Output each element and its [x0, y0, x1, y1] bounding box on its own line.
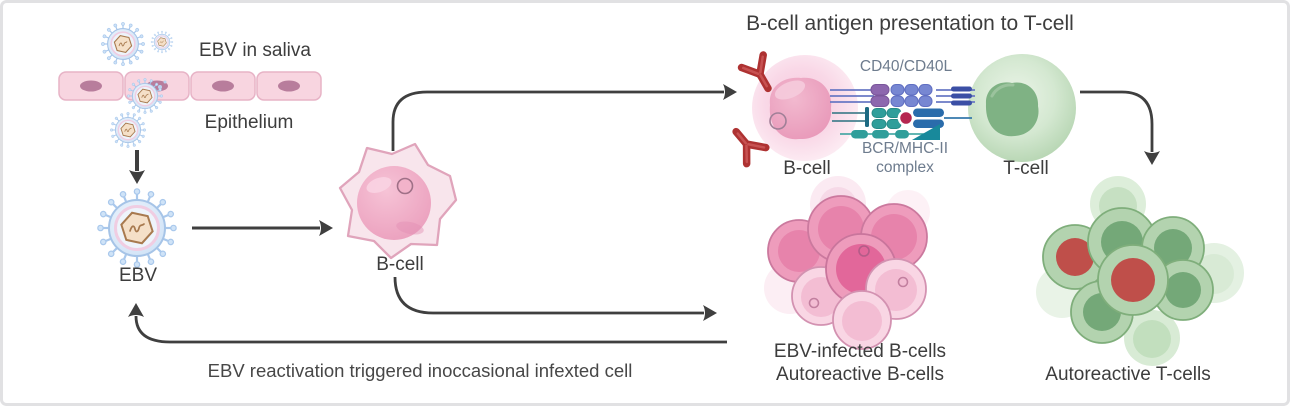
- antigen-icon: [897, 109, 915, 127]
- label-infected-b-cells-line2: Autoreactive B-cells: [776, 364, 944, 385]
- autoreactive-b-cell: [832, 290, 892, 350]
- arrow-bcell-to-infected-cluster: [393, 276, 717, 321]
- ebv-virion-icon: [127, 78, 162, 113]
- autoreactive-t-cell-cluster: [1036, 176, 1244, 366]
- virus-droplet: [163, 80, 167, 84]
- label-cd40-cd40l: CD40/CD40L: [860, 58, 953, 75]
- ebv-virion-large-icon: [98, 189, 176, 267]
- label-epithelium: Epithelium: [205, 112, 294, 133]
- label-reactivation-note: EBV reactivation triggered inoccasional …: [208, 360, 633, 381]
- label-t-cell: T-cell: [1003, 158, 1048, 179]
- virus-droplet: [158, 85, 162, 89]
- label-infected-b-cells-line1: EBV-infected B-cells: [774, 341, 946, 362]
- mhc-chain: [840, 124, 940, 140]
- label-presenting-b-cell: B-cell: [783, 158, 831, 179]
- label-ebv: EBV: [119, 265, 157, 286]
- arrow-tcell-to-autoreactive-cluster: [1080, 90, 1160, 165]
- label-ebv-in-saliva: EBV in saliva: [199, 40, 311, 61]
- b-cell: [338, 142, 458, 260]
- immune-synapse: [830, 84, 975, 140]
- section-title: B-cell antigen presentation to T-cell: [746, 12, 1074, 35]
- ebv-virion-icon: [101, 22, 144, 65]
- cd40-cd40l-complex: [830, 84, 975, 107]
- infected-b-cell-cluster: [764, 176, 930, 350]
- epithelium-layer: [58, 71, 322, 101]
- label-bcr-mhc2-line2: complex: [876, 159, 934, 176]
- label-bcr-mhc2-line1: BCR/MHC-II: [862, 140, 948, 157]
- bcr-mhc2-complex: [832, 107, 972, 129]
- nucleolus: [396, 177, 414, 195]
- presenting-b-cell: [727, 55, 858, 164]
- nucleolus: [769, 112, 787, 130]
- t-cell: [968, 54, 1076, 162]
- label-b-cell: B-cell: [376, 254, 424, 275]
- ebv-virion-icon: [151, 31, 173, 53]
- arrow-reactivation-to-ebv: [128, 303, 727, 344]
- autoreactive-t-cell-red: [1097, 244, 1169, 316]
- label-autoreactive-t-cells: Autoreactive T-cells: [1045, 364, 1210, 385]
- ebv-virion-icon: [110, 112, 145, 147]
- arrow-bcell-to-presentation: [391, 84, 737, 151]
